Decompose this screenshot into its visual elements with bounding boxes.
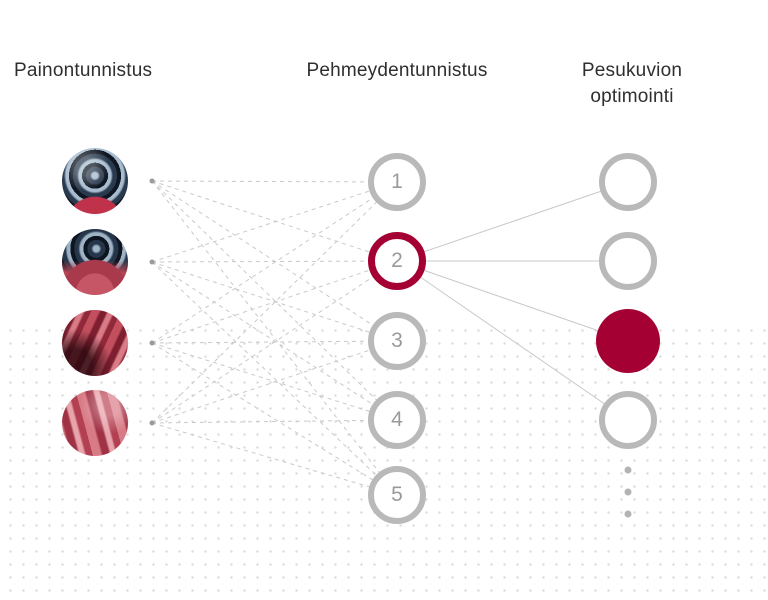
hidden-node-3: 3 (368, 312, 426, 370)
column-title-wash-pattern-optimization: Pesukuvion optimointi (581, 60, 683, 107)
dashed-edge (151, 180, 398, 262)
laundry-photo-1 (62, 148, 128, 214)
connector-dot (149, 420, 155, 426)
connector-dot (149, 178, 155, 184)
output-node-2 (599, 232, 657, 290)
dashed-edge (151, 419, 398, 424)
hidden-node-2: 2 (368, 232, 426, 290)
output-node-4 (599, 391, 657, 449)
connector-dot (149, 259, 155, 265)
dashed-edge (151, 180, 398, 496)
ellipsis-dot (624, 466, 632, 474)
dashed-edge (151, 181, 398, 424)
output-node-3 (596, 309, 660, 373)
hidden-node-4: 4 (368, 391, 426, 449)
dashed-edge (151, 422, 398, 496)
dashed-edge (151, 261, 398, 496)
laundry-photo-4 (62, 390, 128, 456)
dashed-edge (151, 260, 398, 263)
ellipsis-dot (624, 510, 632, 518)
dashed-edge (151, 181, 398, 344)
hidden-node-1: 1 (368, 153, 426, 211)
output-node-1 (599, 153, 657, 211)
connector-dot (149, 340, 155, 346)
dashed-edge (151, 180, 398, 183)
hidden-node-5: 5 (368, 466, 426, 524)
column-title-softness-detection: Pehmeydentunnistus (306, 60, 488, 81)
dashed-edge (151, 180, 398, 342)
dashed-edge (151, 340, 398, 424)
dashed-edge (151, 181, 398, 263)
solid-edge (396, 181, 629, 262)
dashed-edge (151, 180, 398, 421)
column-title-weight-detection: Painontunnistus (14, 60, 153, 81)
laundry-photo-3 (62, 310, 128, 376)
dashed-edge (151, 342, 398, 496)
dashed-edge (151, 260, 398, 344)
solid-edge (396, 260, 629, 421)
ellipsis-dot (624, 488, 632, 496)
laundry-photo-2 (62, 229, 128, 295)
solid-edge (396, 260, 629, 342)
dashed-edge (151, 261, 398, 421)
dashed-edge (151, 260, 398, 424)
